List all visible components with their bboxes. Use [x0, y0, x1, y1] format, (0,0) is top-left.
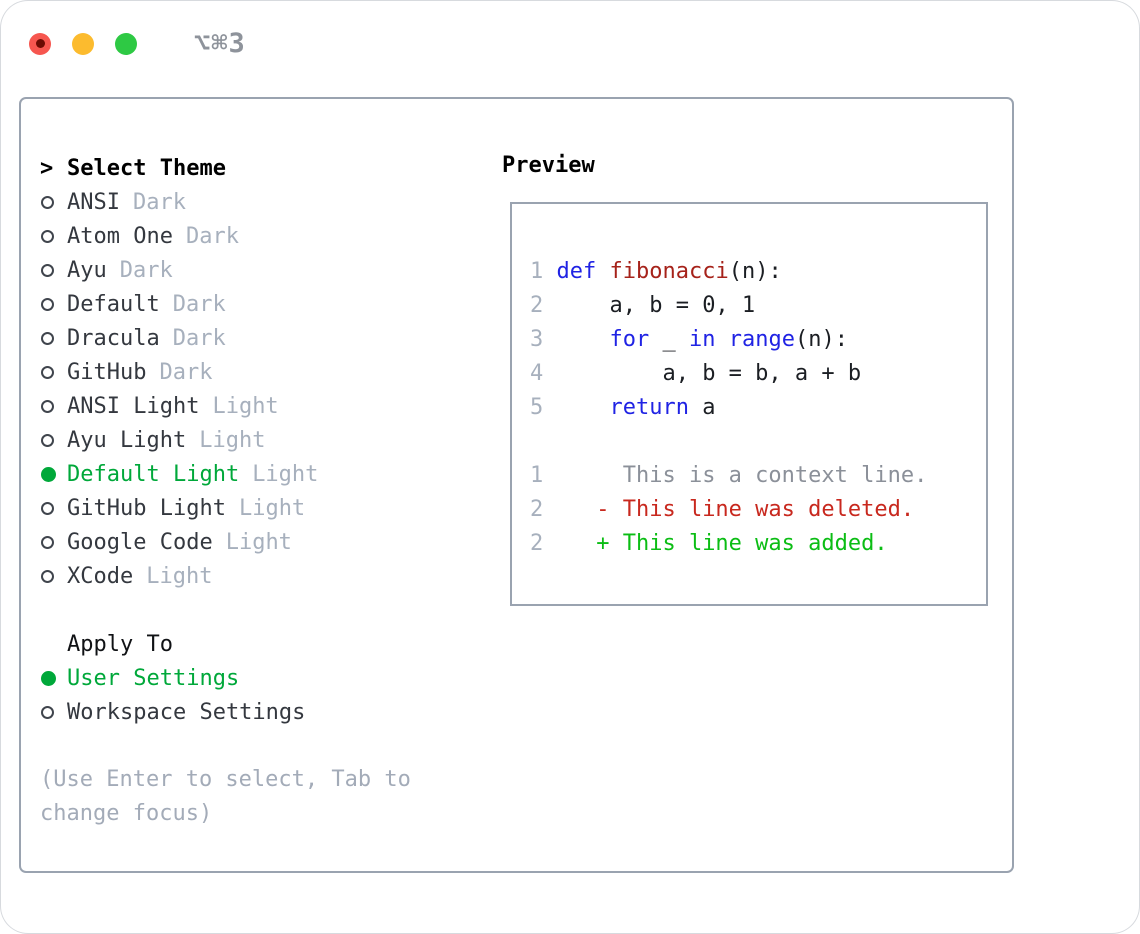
theme-option[interactable]: Default Dark	[40, 287, 450, 321]
line-number: 4	[530, 360, 544, 386]
preview-code-line: 2 - This line was deleted.	[530, 492, 986, 526]
option-label: XCode	[67, 563, 134, 589]
preview-code-line: 5 return a	[530, 390, 986, 424]
minimize-button[interactable]	[72, 32, 94, 55]
line-number: 3	[530, 326, 544, 352]
theme-option[interactable]: Google Code Light	[40, 525, 450, 559]
theme-selector-panel: > Select Theme ANSI Dark Atom One Dark A…	[19, 97, 1014, 873]
option-label: Default	[67, 291, 160, 317]
radio-icon	[41, 365, 54, 379]
preview-code-line	[530, 424, 986, 458]
theme-option[interactable]: XCode Light	[40, 559, 450, 593]
radio-icon	[41, 399, 54, 413]
option-label: Ayu	[67, 257, 107, 283]
radio-icon	[41, 263, 54, 277]
theme-option[interactable]: Default Light Light	[40, 457, 450, 491]
line-number: 2	[530, 292, 544, 318]
theme-picker: > Select Theme ANSI Dark Atom One Dark A…	[40, 151, 450, 831]
radio-icon	[41, 195, 54, 209]
option-label: Workspace Settings	[67, 699, 306, 725]
option-label: GitHub	[67, 359, 147, 385]
preview-code-line: 1 This is a context line.	[530, 458, 986, 492]
apply-to-option[interactable]: User Settings	[40, 661, 450, 695]
option-variant-badge: Dark	[132, 189, 186, 215]
apply-to-list: User Settings Workspace Settings	[40, 661, 450, 729]
preview-code-line: 4 a, b = b, a + b	[530, 356, 986, 390]
radio-icon	[41, 705, 54, 719]
radio-icon	[41, 433, 54, 447]
option-label: Google Code	[67, 529, 213, 555]
option-variant-badge: Dark	[159, 359, 213, 385]
theme-option[interactable]: Dracula Dark	[40, 321, 450, 355]
spacer	[40, 593, 450, 627]
code-text: + This line was added.	[543, 530, 888, 556]
titlebar: ⌥⌘3	[29, 28, 246, 59]
code-text: a, b = b, a + b	[543, 360, 862, 386]
theme-option[interactable]: GitHub Light Light	[40, 491, 450, 525]
option-variant-badge: Light	[225, 529, 292, 555]
radio-icon	[41, 670, 56, 686]
theme-option[interactable]: Ayu Light Light	[40, 423, 450, 457]
option-label: Default Light	[67, 461, 240, 487]
theme-option[interactable]: Ayu Dark	[40, 253, 450, 287]
option-variant-badge: Dark	[172, 291, 226, 317]
code-text: def fibonacci(n):	[556, 258, 782, 284]
option-variant-badge: Dark	[185, 223, 239, 249]
option-variant-badge: Light	[212, 393, 279, 419]
theme-picker-title: Select Theme	[67, 155, 226, 181]
theme-option[interactable]: ANSI Light Light	[40, 389, 450, 423]
preview-code-line: 3 for _ in range(n):	[530, 322, 986, 356]
code-text: for _ in range(n):	[609, 326, 848, 352]
preview-code-line: 2 + This line was added.	[530, 526, 986, 560]
option-label: Dracula	[67, 325, 160, 351]
option-label: Ayu Light	[67, 427, 187, 453]
option-variant-badge: Light	[238, 495, 306, 521]
theme-option[interactable]: Atom One Dark	[40, 219, 450, 253]
radio-icon	[41, 229, 54, 243]
option-label: User Settings	[67, 665, 240, 691]
option-variant-badge: Dark	[119, 257, 173, 283]
line-number: 5	[530, 394, 544, 420]
code-text: - This line was deleted.	[543, 496, 915, 522]
unsaved-indicator-dot	[35, 39, 45, 48]
apply-to-header: Apply To	[40, 627, 450, 661]
option-label: ANSI	[67, 189, 120, 215]
option-label: Atom One	[67, 223, 173, 249]
option-label: GitHub Light	[67, 495, 226, 521]
code-text: return a	[609, 394, 716, 420]
option-variant-badge: Dark	[172, 325, 226, 351]
theme-option[interactable]: GitHub Dark	[40, 355, 450, 389]
preview-code-line: 1 def fibonacci(n):	[530, 254, 986, 288]
window-title: ⌥⌘3	[194, 28, 246, 59]
radio-icon	[41, 331, 54, 345]
apply-to-title: Apply To	[67, 631, 173, 657]
radio-icon	[41, 466, 56, 482]
preview-code-line: 2 a, b = 0, 1	[530, 288, 986, 322]
line-number: 1	[530, 258, 544, 284]
preview-title: Preview	[502, 153, 595, 178]
theme-option[interactable]: ANSI Dark	[40, 185, 450, 219]
theme-list: ANSI Dark Atom One Dark Ayu Dark Default…	[40, 185, 450, 593]
line-number: 1	[530, 462, 544, 488]
radio-icon	[41, 297, 54, 311]
radio-icon	[41, 535, 54, 549]
apply-to-option[interactable]: Workspace Settings	[40, 695, 450, 729]
option-label: ANSI Light	[67, 393, 200, 419]
focus-caret: >	[40, 155, 54, 181]
theme-picker-header: > Select Theme	[40, 151, 450, 185]
option-variant-badge: Light	[252, 461, 319, 487]
close-button[interactable]	[29, 32, 51, 55]
code-text: a, b = 0, 1	[543, 292, 756, 318]
line-number: 2	[530, 496, 544, 522]
code-text: This is a context line.	[543, 462, 928, 488]
line-number: 2	[530, 530, 544, 556]
option-variant-badge: Light	[199, 427, 266, 453]
zoom-button[interactable]	[115, 32, 137, 55]
option-variant-badge: Light	[146, 563, 213, 589]
keyboard-hint: (Use Enter to select, Tab to change focu…	[40, 767, 411, 826]
radio-icon	[41, 569, 54, 583]
radio-icon	[41, 501, 54, 515]
